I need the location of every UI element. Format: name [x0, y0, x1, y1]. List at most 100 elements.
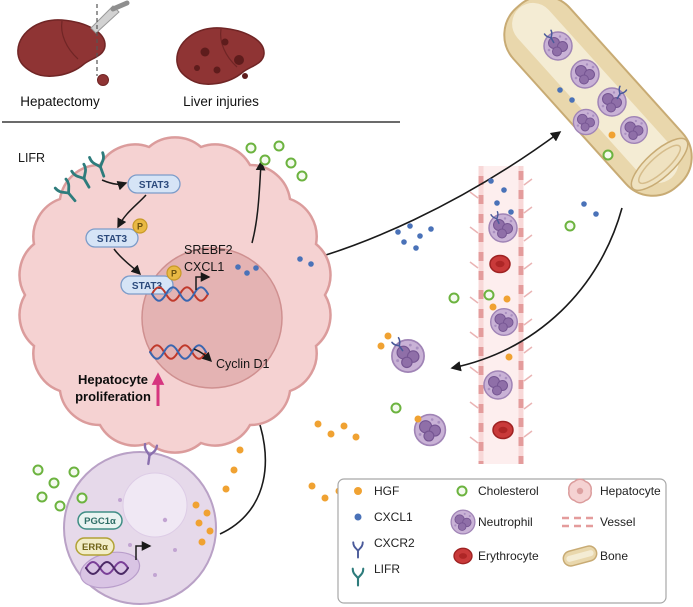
arrow-cholesterol-secretion: [251, 160, 266, 244]
phospho-label: P: [171, 269, 177, 279]
hgf-dot: [352, 433, 360, 441]
erythrocyte: [489, 254, 511, 274]
hepatocyte-legend-icon: [568, 478, 592, 504]
hgf-dot: [503, 295, 511, 303]
pgc1a-pill: PGC1α: [77, 511, 123, 530]
cxcl1-dot: [557, 87, 563, 93]
transcription-arrow: [193, 348, 213, 363]
erra-label: ERRα: [82, 542, 108, 553]
legend-label-cholesterol: Cholesterol: [478, 484, 539, 498]
cxcl1-dot: [581, 201, 587, 207]
cholesterol-ring: [48, 477, 60, 489]
header-illustration: Hepatectomy Liver injuries: [2, 0, 400, 123]
cholesterol-rings: [32, 140, 614, 512]
cxcl1-dot: [501, 187, 507, 193]
cholesterol-ring: [245, 142, 257, 154]
stat3-unphosphorylated: STAT3: [127, 174, 181, 194]
hgf-dot: [608, 131, 616, 139]
neutrophil-legend-icon: [450, 509, 476, 535]
cholesterol-ring: [76, 492, 88, 504]
hgf-dot: [489, 303, 497, 311]
hgf-dot: [321, 494, 329, 502]
cholesterol-ring: [448, 292, 460, 304]
hepatocyte-cell: LIFR STAT3 STAT3 P STAT3 P: [18, 136, 332, 454]
hgf-dot: [314, 420, 322, 428]
legend: HGF CXCL1 CXCR2 LIFR Cholesterol Neutrop…: [337, 478, 667, 604]
arrow-bone-to-liver: [450, 207, 623, 372]
cxcl1-dot: [235, 264, 241, 270]
cxcl1-dot: [428, 226, 434, 232]
cholesterol-ring: [259, 154, 271, 166]
legend-label-cxcl1: CXCL1: [374, 510, 413, 524]
cxcl1-dot: [417, 233, 423, 239]
legend-label-lifr: LIFR: [374, 562, 400, 576]
cxcl1-dot: [407, 223, 413, 229]
hgf-dot: [340, 422, 348, 430]
liver-injuries-label: Liver injuries: [183, 94, 259, 109]
phospho-label: P: [137, 222, 143, 232]
neutrophil: [570, 59, 600, 89]
stat3-label: STAT3: [132, 281, 163, 292]
erythrocyte-legend-icon: [453, 547, 473, 565]
transcription-arrow: [135, 541, 152, 560]
vessel-legend-icon: [562, 516, 596, 528]
resected-liver-piece: [97, 74, 109, 86]
bone-legend-icon: [562, 545, 598, 567]
legend-label-hepatocyte: Hepatocyte: [600, 484, 661, 498]
cxcl1-dot: [253, 265, 259, 271]
hgf-dot: [377, 342, 385, 350]
legend-box: [337, 478, 667, 604]
transcription-arrow: [195, 272, 211, 290]
hgf-dot: [222, 485, 230, 493]
cyclin-d1-label: Cyclin D1: [216, 357, 270, 371]
hgf-dot: [308, 482, 316, 490]
cxcl1-dot: [494, 200, 500, 206]
hgf-dot: [192, 501, 200, 509]
pgc1a-label: PGC1α: [84, 516, 116, 527]
hgf-dot: [203, 509, 211, 517]
cxcl1-dot: [593, 211, 599, 217]
liver-injured: [176, 27, 265, 85]
neutrophil: [597, 87, 627, 117]
neutrophil: [619, 115, 649, 145]
hgf-dot: [414, 415, 422, 423]
cholesterol-ring: [390, 402, 402, 414]
cxcl1-label: CXCL1: [184, 260, 224, 274]
legend-label-vessel: Vessel: [600, 515, 635, 529]
phospho-badge: [166, 265, 182, 281]
hgf-dot: [327, 430, 335, 438]
stat3-cascade-arrows: [101, 160, 266, 276]
pale-vacuole: [122, 472, 188, 538]
vessel-hatching-left: [469, 191, 479, 444]
erra-pill: ERRα: [75, 537, 115, 556]
hgf-dot: [195, 519, 203, 527]
legend-label-cxcr2: CXCR2: [374, 536, 415, 550]
cholesterol-ring: [602, 149, 614, 161]
stat3-nuclear: STAT3 P: [120, 265, 182, 295]
legend-label-neutrophil: Neutrophil: [478, 515, 533, 529]
neutrophil: [483, 370, 513, 400]
hgf-dot: [230, 466, 238, 474]
proliferation-label-line2: proliferation: [75, 389, 151, 404]
tissue-neutrophils: [391, 336, 447, 447]
neutrophil-progenitor-cell: PGC1α ERRα: [63, 442, 217, 605]
bone-cap: [630, 137, 689, 192]
cholesterol-ring: [483, 289, 495, 301]
legend-label-bone: Bone: [600, 549, 628, 563]
cholesterol-ring: [36, 491, 48, 503]
vessel: [469, 166, 533, 464]
cxcl1-dot: [569, 97, 575, 103]
neutrophil: [572, 108, 600, 136]
cholesterol-ring: [273, 140, 285, 152]
stat3-label: STAT3: [97, 234, 128, 245]
cxcl1-legend-icon: [354, 513, 362, 521]
cholesterol-ring: [564, 220, 576, 232]
cholesterol-ring: [285, 157, 297, 169]
cxcl1-dot: [308, 261, 314, 267]
liver-fissure: [61, 20, 79, 60]
srebf2-label: SREBF2: [184, 243, 233, 257]
legend-label-hgf: HGF: [374, 484, 399, 498]
legend-label-erythrocyte: Erythrocyte: [478, 549, 539, 563]
hgf-dot: [236, 446, 244, 454]
